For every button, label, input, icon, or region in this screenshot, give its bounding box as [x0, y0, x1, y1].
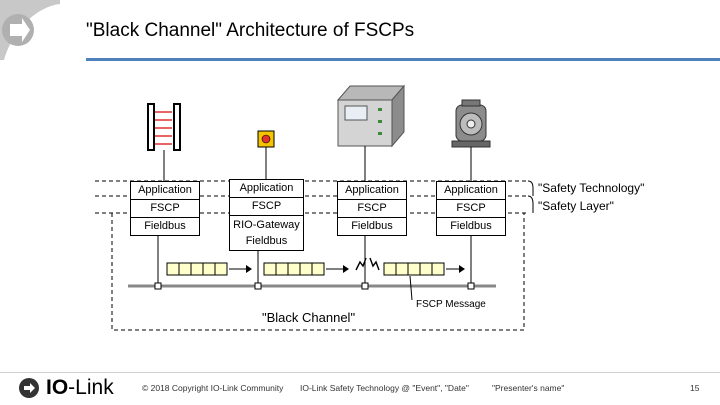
- device-stack-motor: Application FSCP Fieldbus: [436, 181, 506, 236]
- bus-node-3: [361, 282, 369, 290]
- corner-logo-icon: [0, 0, 60, 60]
- stack-row-fieldbus: Fieldbus: [144, 220, 186, 232]
- safety-layer-brace: [527, 195, 534, 213]
- title-divider: [86, 58, 720, 61]
- stack-row-fscp: FSCP: [437, 200, 505, 218]
- stack-row-application: Application: [131, 182, 199, 200]
- stack-row-application: Application: [437, 182, 505, 200]
- black-channel-label: "Black Channel": [262, 310, 356, 325]
- device-stack-emergency-stop: Application FSCP RIO-Gateway Fieldbus: [229, 179, 304, 251]
- footer-divider: [0, 372, 720, 373]
- device-stack-controller: Application FSCP Fieldbus: [337, 181, 407, 236]
- fscp-message-label: FSCP Message: [416, 299, 486, 310]
- fscp-message-frame-3: [383, 262, 445, 276]
- black-channel-region: [111, 213, 525, 331]
- emergency-stop-icon: [257, 130, 275, 179]
- fscp-message-frame-1: [166, 262, 228, 276]
- safety-technology-label: "Safety Technology": [538, 181, 645, 195]
- footer-presenter: "Presenter's name": [492, 383, 565, 393]
- io-link-logo-text: IO-Link: [46, 376, 114, 399]
- safety-technology-brace: [527, 180, 534, 196]
- motor-icon: [451, 99, 491, 181]
- io-link-logo: IO-Link: [18, 375, 114, 401]
- stack-row-application: Application: [230, 180, 303, 198]
- stack-row-fscp: FSCP: [338, 200, 406, 218]
- page-title: "Black Channel" Architecture of FSCPs: [86, 20, 415, 41]
- io-link-logo-icon: [19, 378, 39, 398]
- page-number: 15: [690, 383, 700, 393]
- footer-copyright: © 2018 Copyright IO-Link Community: [142, 383, 284, 393]
- stack-row-application: Application: [338, 182, 406, 200]
- controller-icon: [336, 84, 406, 181]
- stack-row-fieldbus: Fieldbus: [450, 220, 492, 232]
- stack-row-fscp: FSCP: [230, 198, 303, 216]
- fscp-message-callout: [409, 275, 413, 301]
- bus-node-4: [467, 282, 475, 290]
- footer-event: IO-Link Safety Technology @ "Event", "Da…: [300, 383, 469, 393]
- bus-node-1: [154, 282, 162, 290]
- fscp-message-frame-2: [263, 262, 325, 276]
- bus-node-2: [254, 282, 262, 290]
- stack-row-gateway-fieldbus: RIO-Gateway Fieldbus: [233, 219, 300, 247]
- stack-row-fscp: FSCP: [131, 200, 199, 218]
- safety-layer-label: "Safety Layer": [538, 199, 614, 213]
- disturbance-icon: [355, 257, 367, 271]
- stack-row-fieldbus: Fieldbus: [351, 220, 393, 232]
- device-stack-light-curtain: Application FSCP Fieldbus: [130, 181, 200, 236]
- light-curtain-icon: [147, 103, 181, 181]
